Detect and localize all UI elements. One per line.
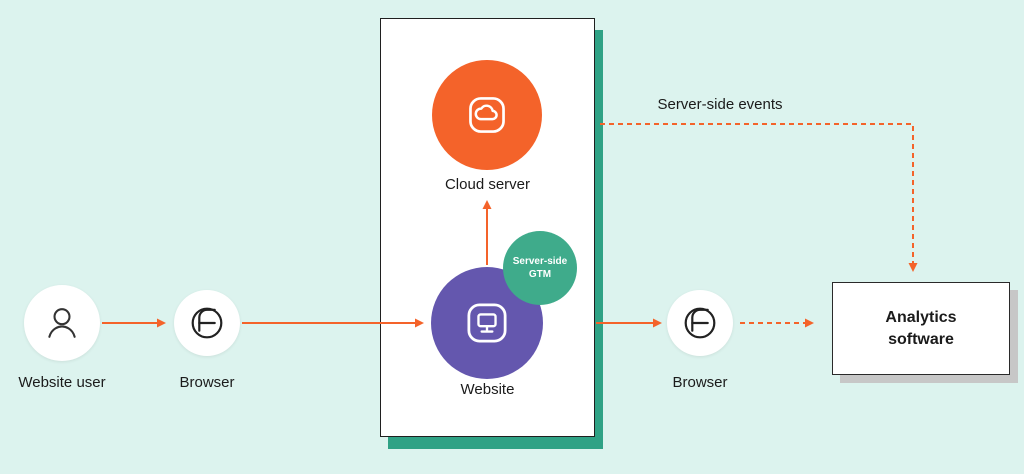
monitor-icon <box>467 303 507 343</box>
dashed-arrow-cloud-to-analytics <box>600 123 918 272</box>
browser-right-node <box>667 290 733 356</box>
server-side-gtm-badge: Server-side GTM <box>503 231 577 305</box>
analytics-software-box: Analytics software <box>832 282 1010 375</box>
website-user-node <box>24 285 100 361</box>
website-user-label: Website user <box>18 374 106 391</box>
person-icon <box>48 308 76 338</box>
analytics-label-line1: Analytics <box>885 308 957 326</box>
browser-left-label: Browser <box>179 374 235 391</box>
browser-icon <box>684 307 716 339</box>
server-side-events-label: Server-side events <box>657 96 783 113</box>
website-label: Website <box>460 381 515 398</box>
gtm-badge-line1: Server-side <box>512 256 568 267</box>
analytics-label-line2: software <box>888 330 954 348</box>
cloud-server-icon <box>469 97 505 133</box>
cloud-server-label: Cloud server <box>444 176 531 193</box>
browser-left-node <box>174 290 240 356</box>
cloud-server-node <box>432 60 542 170</box>
browser-right-label: Browser <box>672 374 728 391</box>
gtm-badge-line2: GTM <box>528 269 552 280</box>
browser-icon <box>191 307 223 339</box>
